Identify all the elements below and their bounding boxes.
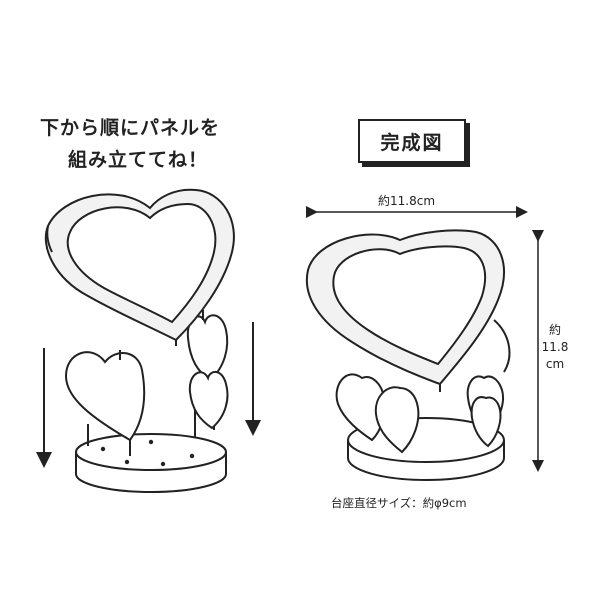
instruction-line-2: 組み立ててね！ xyxy=(68,149,209,171)
height-label-line-3: cm xyxy=(545,357,565,371)
completed-diagram-title: 完成図 xyxy=(358,119,466,163)
height-label-line-2: 11.8 xyxy=(541,340,569,354)
assembly-instruction: 下から順にパネルを 組み立ててね！ xyxy=(40,112,280,176)
small-heart-panel-left xyxy=(64,350,146,456)
height-label-line-1: 約 xyxy=(548,323,561,337)
heart-frame-exploded xyxy=(44,188,235,346)
heart-frame-completed xyxy=(305,229,505,392)
instruction-line-1: 下から順にパネルを xyxy=(40,117,221,139)
width-dimension-label: 約11.8cm xyxy=(378,194,436,208)
base-diameter-label: 台座直径サイズ：約φ9cm xyxy=(331,496,467,510)
lower-hearts-completed xyxy=(335,319,511,454)
small-heart-panel-right xyxy=(186,310,229,438)
base-stand-exploded xyxy=(75,433,227,493)
height-dimension-label: 約 11.8 cm xyxy=(538,322,572,373)
